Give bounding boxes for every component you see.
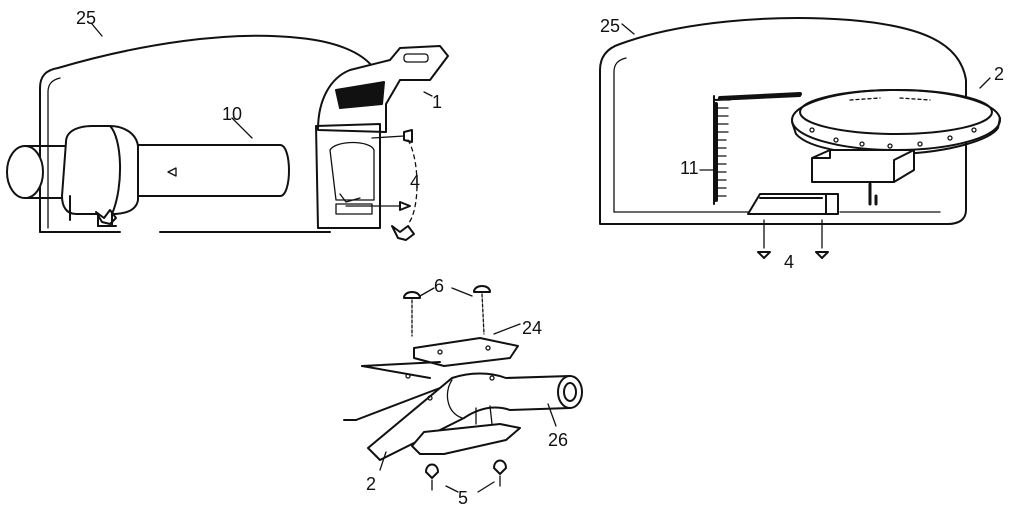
bottom-assembly-view: 6 24 26 2 5 bbox=[343, 276, 583, 508]
right-panel-outline bbox=[599, 17, 967, 225]
nut-icon bbox=[493, 459, 507, 475]
callout-10: 10 bbox=[222, 104, 242, 124]
right-mounting-plate bbox=[747, 193, 839, 215]
top-plate bbox=[413, 337, 519, 367]
right-assembly-view: 25 2 11 4 bbox=[599, 16, 1004, 272]
bottom-plate bbox=[411, 423, 521, 455]
left-bracket bbox=[315, 45, 449, 229]
callout-5: 5 bbox=[458, 488, 468, 508]
left-assembly-view: 25 10 1 4 bbox=[6, 8, 449, 241]
left-panel-outline bbox=[39, 34, 373, 233]
bolt-icon bbox=[473, 285, 491, 293]
wing-nut-icon bbox=[391, 225, 415, 241]
screw-icon bbox=[757, 251, 771, 259]
left-screws bbox=[345, 129, 418, 241]
long-tube bbox=[355, 365, 441, 421]
callout-1: 1 bbox=[432, 92, 442, 112]
left-clamp bbox=[61, 125, 139, 227]
wing-nut-icon bbox=[95, 209, 117, 225]
callout-25-left: 25 bbox=[76, 8, 96, 28]
right-ring bbox=[791, 89, 1001, 156]
callout-4-right: 4 bbox=[784, 252, 794, 272]
callout-11: 11 bbox=[680, 158, 699, 178]
nut-icon bbox=[425, 463, 439, 479]
callout-4-left: 4 bbox=[410, 172, 420, 192]
callout-2-bottom: 2 bbox=[366, 474, 376, 494]
right-block bbox=[811, 149, 915, 183]
callout-25-right: 25 bbox=[600, 16, 620, 36]
callout-26: 26 bbox=[548, 430, 568, 450]
screw-icon bbox=[815, 251, 829, 259]
right-plate bbox=[713, 92, 802, 205]
callout-2-right: 2 bbox=[994, 64, 1004, 84]
callout-6: 6 bbox=[434, 276, 444, 296]
left-tube bbox=[6, 144, 290, 199]
callout-24: 24 bbox=[522, 318, 542, 338]
bolt-icon bbox=[403, 291, 421, 299]
